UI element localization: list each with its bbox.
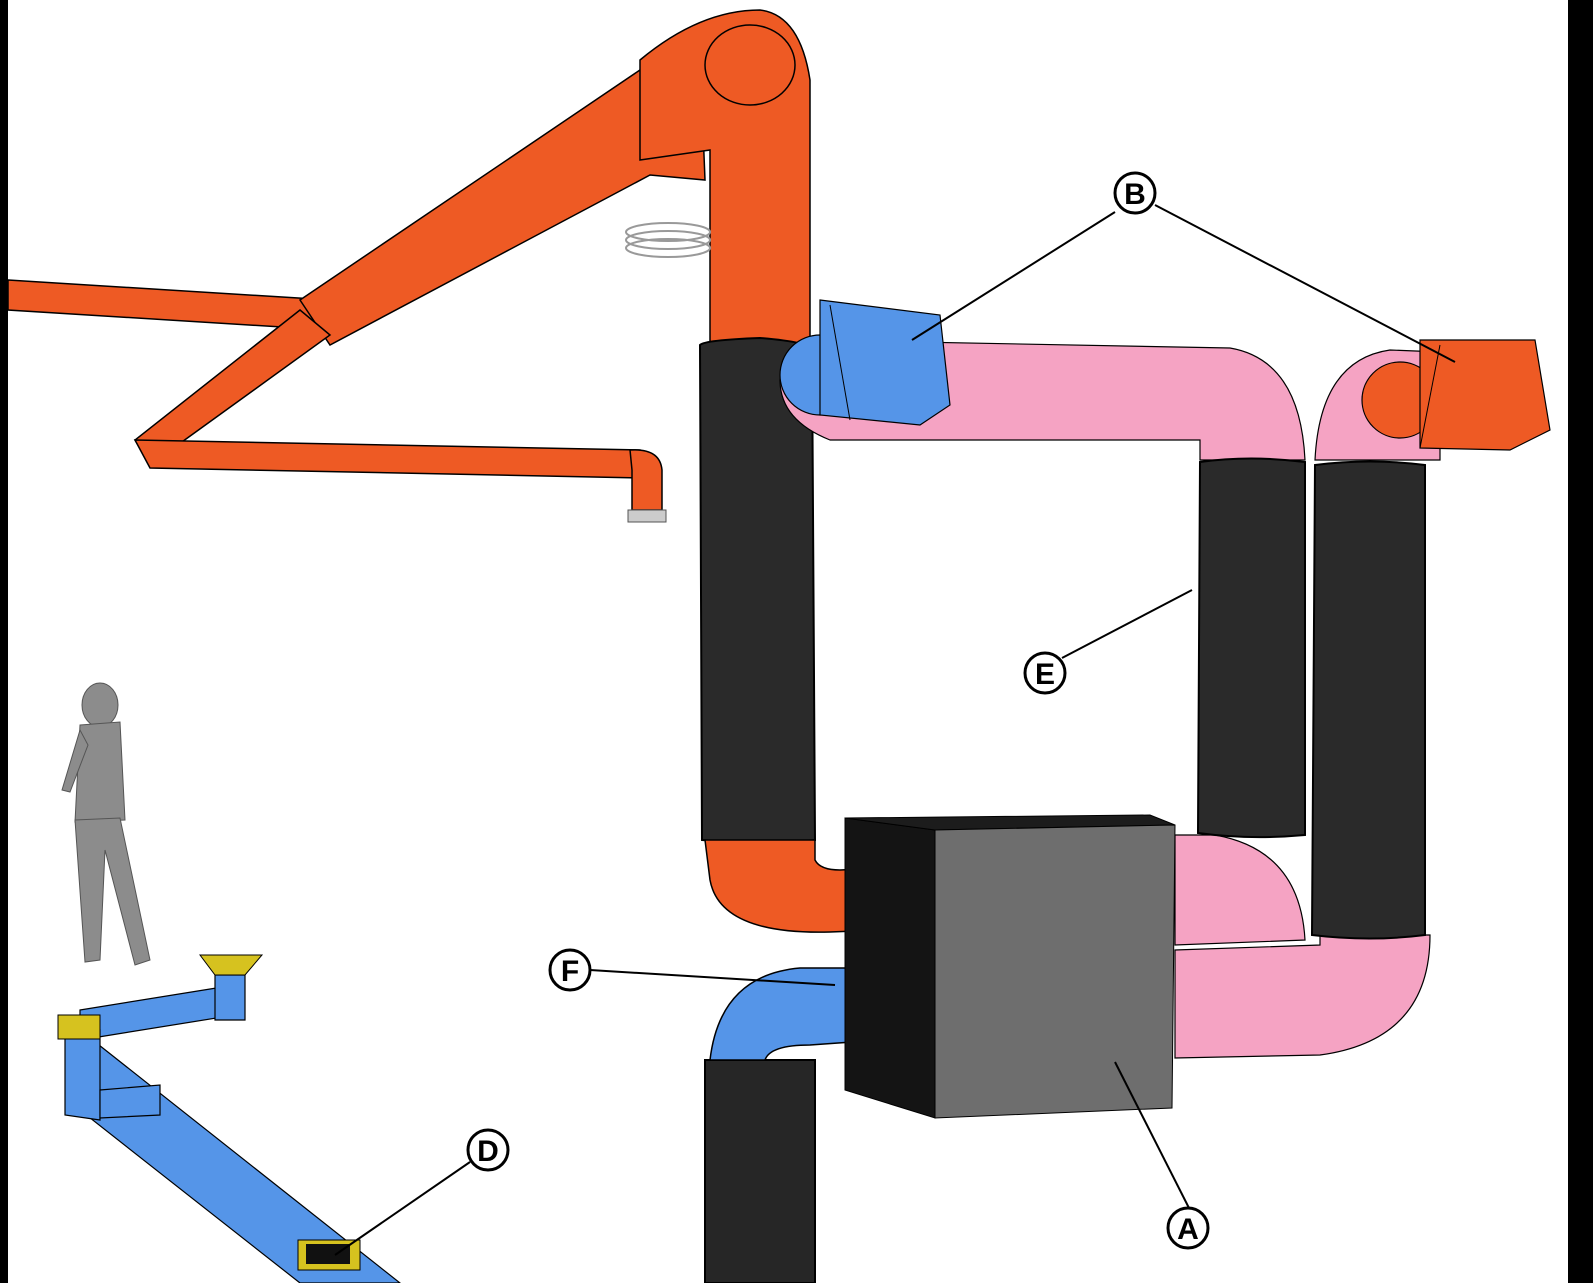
callout-a-label: A (1177, 1213, 1199, 1246)
callout-f: F (550, 950, 590, 990)
unit-front (935, 825, 1175, 1118)
callout-a: A (1168, 1208, 1208, 1248)
supply-duct-drop-elbow (630, 450, 662, 510)
ventilation-unit (845, 815, 1175, 1118)
return-duct-short-branch (100, 1085, 160, 1118)
return-grille-bottom-face (306, 1244, 350, 1264)
supply-elbow-cap (705, 25, 795, 105)
insulated-duct-left-bottom (705, 1060, 815, 1283)
return-duct-branch (65, 1030, 100, 1120)
callout-d-label: D (477, 1135, 499, 1168)
callout-d: D (468, 1130, 508, 1170)
callout-e: E (1025, 653, 1065, 693)
insulated-duct-right-a (1198, 459, 1305, 838)
unit-left-side (845, 818, 935, 1118)
return-duct-riser (215, 975, 245, 1020)
insulated-duct-right-b (1312, 462, 1425, 939)
callout-f-label: F (561, 955, 579, 988)
callout-e-label: E (1035, 658, 1055, 691)
return-grille-left (58, 1015, 100, 1039)
callout-b-label: B (1124, 178, 1146, 211)
callout-b: B (1115, 173, 1155, 213)
small-diffuser (628, 510, 666, 522)
